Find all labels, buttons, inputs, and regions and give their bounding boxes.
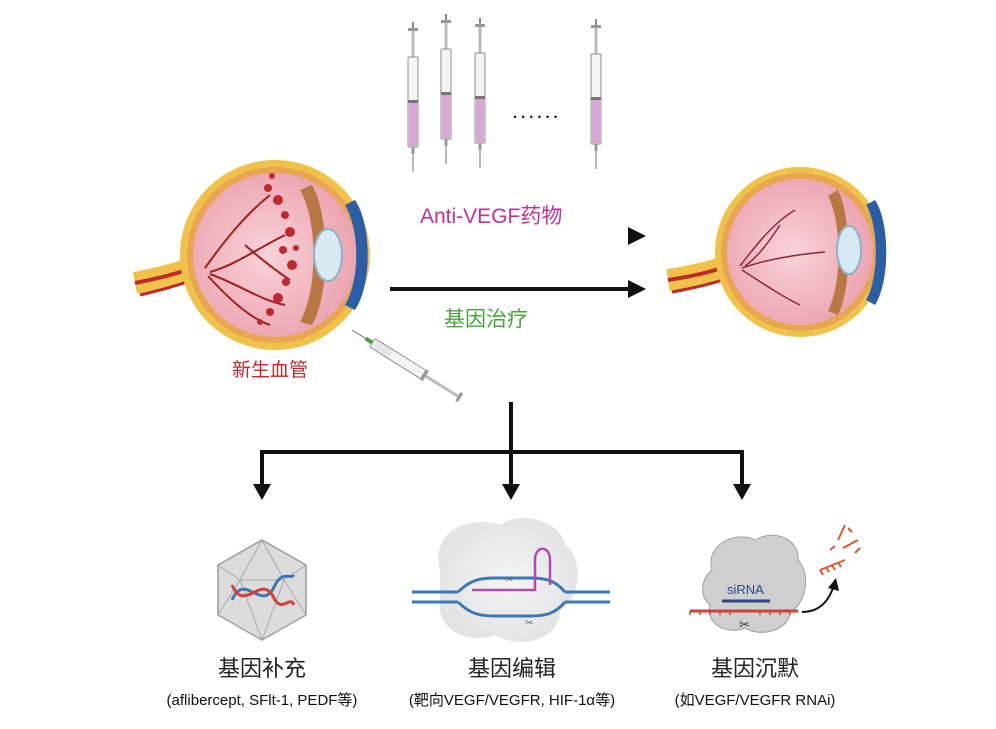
syringe-icon	[474, 17, 486, 169]
scissors-icon: ✂	[739, 618, 750, 633]
gene-therapy-label: 基因治疗	[444, 308, 528, 331]
anti-vegf-label: Anti-VEGF药物	[420, 205, 563, 228]
method-title-gene-silencing: 基因沉默	[710, 657, 800, 682]
syringe-icon	[407, 21, 419, 173]
crispr-cas9-icon: ✂ ✂	[412, 517, 610, 642]
method-title-gene-supplement: 基因补充	[217, 657, 307, 682]
scissors-icon: ✂	[505, 575, 513, 586]
syringe-icon	[590, 18, 602, 170]
healthy-eye-icon	[666, 167, 887, 337]
sirna-label: siRNA	[727, 582, 764, 597]
syringe-icon	[351, 329, 464, 403]
syringe-icon	[440, 13, 452, 165]
neovascularization-label: 新生血管	[232, 360, 309, 381]
scissors-icon: ✂	[525, 618, 533, 629]
method-title-gene-editing: 基因编辑	[467, 657, 557, 682]
risc-sirna-icon: ✂	[689, 524, 861, 633]
method-subtitle-gene-supplement: (aflibercept, SFlt-1, PEDF等)	[166, 692, 358, 709]
branch-arrows	[253, 402, 751, 500]
diseased-eye-icon	[132, 160, 370, 350]
dots-label: ......	[512, 98, 561, 123]
aav-capsid-icon	[217, 538, 307, 642]
method-subtitle-gene-editing: (靶向VEGF/VEGFR, HIF-1α等)	[408, 692, 616, 709]
method-subtitle-gene-silencing: (如VEGF/VEGFR RNAi)	[674, 692, 836, 709]
